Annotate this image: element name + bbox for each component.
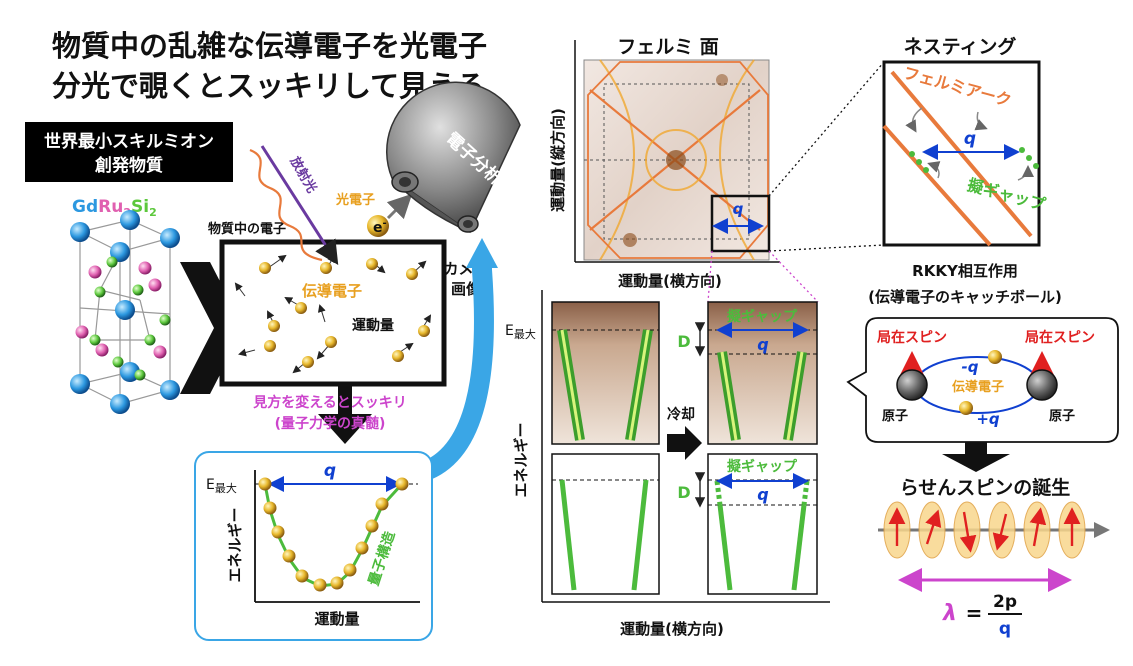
cool-label: 冷却 [667, 406, 695, 423]
electron-analyzer [385, 81, 521, 234]
atom-right-label: 原子 [1049, 409, 1075, 424]
fermi-q-label: q [733, 200, 744, 218]
down-arrow-icon [318, 414, 372, 444]
formula-numerator: 2p [993, 592, 1017, 612]
electron-cloud [234, 254, 432, 374]
rkky-conduction-label: 伝導電子 [952, 379, 1004, 395]
nesting-q-label: q [964, 129, 976, 149]
gap-bottom-label: 擬ギャップ [727, 458, 798, 475]
camera-arrow [423, 260, 494, 480]
band-q-label: q [324, 461, 336, 481]
photoelectron-label: 光電子 [335, 192, 375, 208]
equals-sign: = [966, 601, 983, 625]
band-emax-label: E最大 [206, 477, 237, 495]
neg-q-label: -q [962, 358, 979, 376]
matter-box [219, 239, 447, 387]
band-electrons [258, 477, 409, 592]
d-bottom-label: D [677, 483, 690, 502]
spin-left-label: 局在スピン [877, 329, 947, 346]
perspective-line1: 見方を変えるとスッキリ [252, 394, 407, 411]
band-xlabel: 運動量 [314, 610, 359, 628]
lambda-symbol: λ [942, 601, 957, 626]
fermi-xlabel: 運動量(横方向) [618, 272, 722, 290]
radiation-beam [260, 145, 339, 266]
cool-arrow-icon [667, 426, 702, 460]
gap-top-label: 擬ギャップ [727, 308, 798, 325]
fermi-title: フェルミ 面 [617, 36, 719, 58]
crystal-structure [70, 210, 180, 414]
fermi-contours [584, 59, 769, 261]
band-ylabel: エネルギー [226, 507, 244, 582]
photoelectron-path [386, 193, 413, 220]
pos-q-label: +q [976, 410, 1000, 428]
conduction-electron-label: 伝導電子 [302, 282, 362, 300]
q-bottom-label: q [757, 485, 768, 504]
badge-line1: 世界最小スキルミオン [44, 132, 214, 152]
perspective-line2: (量子力学の真髄) [275, 415, 386, 432]
rkky-down-arrow-icon [942, 454, 1010, 472]
helix-spins [878, 501, 1110, 559]
arpes-ylabel: エネルギー [512, 422, 530, 497]
momentum-label: 運動量 [352, 317, 394, 334]
helix-title: らせんスピンの誕生 [900, 476, 1071, 499]
headline-line1: 物質中の乱雑な伝導電子を光電子 [52, 29, 487, 63]
material-badge [25, 122, 233, 182]
q-top-label: q [757, 335, 768, 354]
formula-denominator: q [999, 619, 1011, 639]
d-top-label: D [677, 332, 690, 351]
electrons-in-matter-label: 物質中の電子 [208, 221, 286, 237]
photoelectron-ball [367, 215, 389, 237]
arpes-xlabel: 運動量(横方向) [620, 620, 724, 638]
atom-left [896, 369, 928, 401]
atom-right [1026, 369, 1058, 401]
radiation-wave [249, 148, 323, 262]
spin-right-label: 局在スピン [1025, 329, 1095, 346]
electron-symbol: e- [373, 218, 387, 236]
rkky-title: RKKY相互作用 [912, 262, 1018, 280]
compound-formula: GdRu2Si2 [72, 197, 157, 219]
nesting-title: ネスティング [904, 35, 1017, 58]
fermi-ylabel: 運動量(縦方向) [549, 108, 567, 212]
badge-line2: 創発物質 [94, 155, 163, 176]
arpes-emax-label: E最大 [505, 323, 536, 341]
rkky-subtitle: (伝導電子のキャッチボール) [868, 288, 1062, 306]
atom-left-label: 原子 [882, 409, 908, 424]
rkky-bubble [846, 317, 1119, 443]
